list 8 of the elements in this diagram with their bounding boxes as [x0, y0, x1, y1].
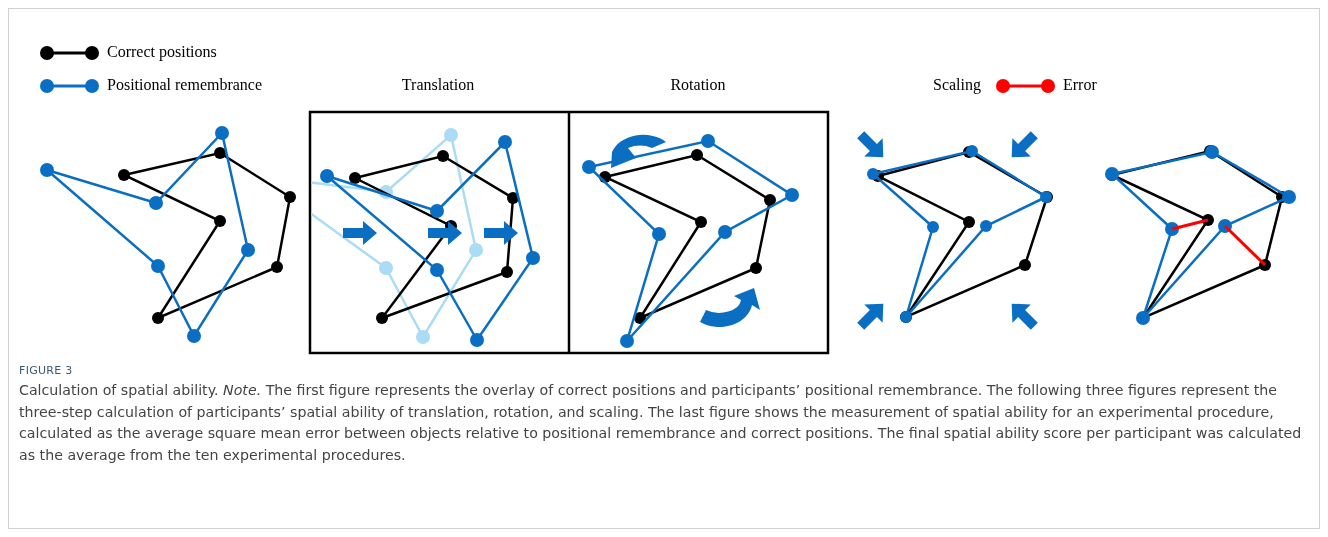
panel-title: Rotation — [670, 75, 726, 95]
panel-title: Translation — [401, 75, 475, 95]
legend-text: Error — [1063, 75, 1097, 95]
legend-text: Positional remembrance — [107, 75, 263, 95]
figure-caption: Calculation of spatial ability. Note. The first figure represents the overlay of correct positions and participants’ positional remembrance. The following three figures represent the three-step calculation of participants’ spatial ability of translation, rotation, and scaling. The last figure shows the measurement of spatial ability for an experimental procedure, calculated as the average square mean error between objects relative to positional remembrance and correct positions. The final spatial ability score per participant was calculated as the average from the ten experimental procedures. — [19, 381, 1303, 465]
figure-number: FIGURE 3 — [19, 364, 73, 377]
legend-text: Correct positions — [107, 42, 217, 62]
panel-title: Scaling — [933, 75, 981, 95]
